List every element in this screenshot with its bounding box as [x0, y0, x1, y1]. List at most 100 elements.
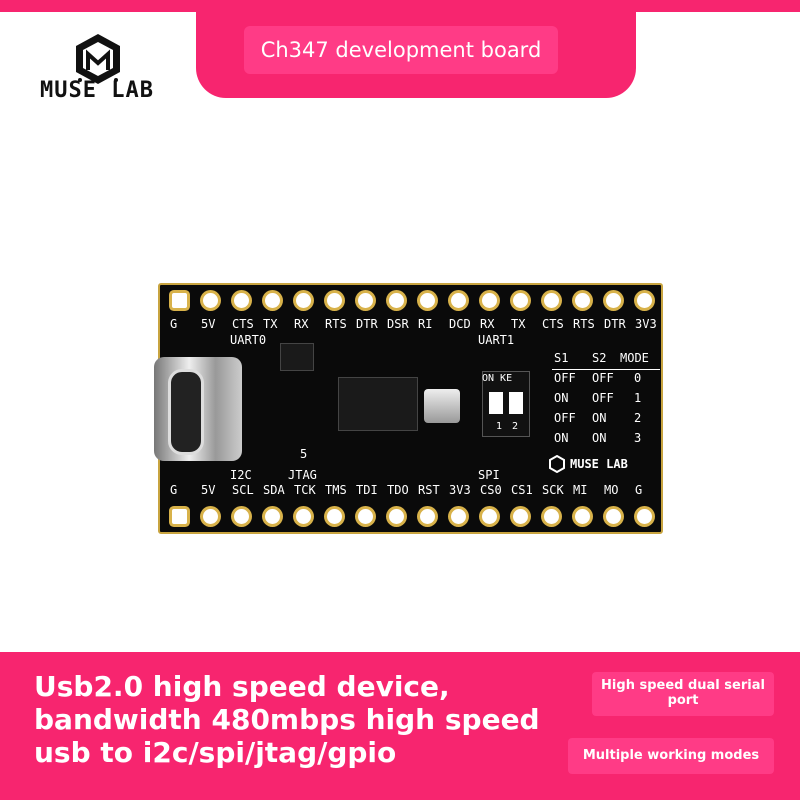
bottom-pin	[203, 509, 218, 524]
dip-on-label: ON KE	[482, 373, 513, 384]
top-pin-label: DTR	[356, 317, 378, 331]
bottom-pin	[513, 509, 528, 524]
bottom-pin-label: SCK	[542, 483, 564, 497]
top-pin-label: CTS	[542, 317, 564, 331]
top-pin	[265, 293, 280, 308]
headline-line-3: usb to i2c/spi/jtag/gpio	[34, 736, 397, 769]
top-pin	[327, 293, 342, 308]
top-pin	[296, 293, 311, 308]
usb-c-connector	[154, 357, 242, 461]
top-pin-label: TX	[511, 317, 526, 331]
top-pin-label: 5V	[201, 317, 216, 331]
mode-table-cell: ON	[554, 391, 569, 405]
top-pin	[420, 293, 435, 308]
mode-table-cell: OFF	[592, 371, 614, 385]
top-pin-label: RX	[480, 317, 495, 331]
top-pin-label: RTS	[325, 317, 347, 331]
top-pin-label: DTR	[604, 317, 626, 331]
bottom-pin	[420, 509, 435, 524]
mode-table-cell: 0	[634, 371, 642, 385]
jtag-label: JTAG	[288, 468, 317, 482]
bottom-pin-label: SCL	[232, 483, 254, 497]
top-pin	[482, 293, 497, 308]
mode-table-cell: 3	[634, 431, 642, 445]
bottom-pin	[606, 509, 621, 524]
bottom-pin-label: G	[170, 483, 178, 497]
headline-line-2: bandwidth 480mbps high speed	[34, 703, 540, 736]
headline-line-1: Usb2.0 high speed device,	[34, 670, 450, 703]
top-pin-label: 3V3	[635, 317, 657, 331]
mode-header-mode: MODE	[620, 351, 649, 365]
bottom-pin	[389, 509, 404, 524]
top-pin-label: G	[170, 317, 178, 331]
top-pin	[172, 293, 187, 308]
feature-dual-serial: High speed dual serial port	[592, 672, 774, 716]
top-pin-label: RI	[418, 317, 433, 331]
spi-label: SPI	[478, 468, 500, 482]
bottom-pin-label: CS0	[480, 483, 502, 497]
bottom-pin-label: CS1	[511, 483, 533, 497]
bottom-pin-label: G	[635, 483, 643, 497]
bottom-pin-label: TMS	[325, 483, 347, 497]
muse-lab-logo-icon	[76, 34, 120, 84]
marker-number: 5	[300, 447, 308, 461]
top-pin	[203, 293, 218, 308]
dip-number-2: 2	[512, 421, 519, 432]
bottom-pin-label: SDA	[263, 483, 285, 497]
top-pin	[451, 293, 466, 308]
bottom-pin	[451, 509, 466, 524]
top-pin-label: TX	[263, 317, 278, 331]
bottom-pin	[265, 509, 280, 524]
mode-table-cell: ON	[592, 411, 607, 425]
top-pin	[358, 293, 373, 308]
top-pin	[513, 293, 528, 308]
bottom-pin	[296, 509, 311, 524]
bottom-pin-label: TDO	[387, 483, 409, 497]
mode-table-cell: 1	[634, 391, 642, 405]
regulator-chip	[280, 343, 314, 371]
bottom-pin	[172, 509, 187, 524]
i2c-label: I2C	[230, 468, 252, 482]
top-pin-label: DCD	[449, 317, 471, 331]
feature-working-modes: Multiple working modes	[568, 738, 774, 774]
mode-table-cell: 2	[634, 411, 642, 425]
bottom-pin	[544, 509, 559, 524]
bottom-pin	[327, 509, 342, 524]
bottom-pin-label: RST	[418, 483, 440, 497]
mode-table-cell: ON	[592, 431, 607, 445]
mode-table-cell: OFF	[554, 411, 576, 425]
bottom-pin	[234, 509, 249, 524]
mode-table-border	[552, 369, 660, 370]
mode-table-cell: ON	[554, 431, 569, 445]
bottom-pin-label: 3V3	[449, 483, 471, 497]
mode-header-s2: S2	[592, 351, 607, 365]
dip-number-1: 1	[496, 421, 503, 432]
top-pin-label: RTS	[573, 317, 595, 331]
bottom-pin	[637, 509, 652, 524]
board-logo-icon	[549, 455, 565, 473]
bottom-pin	[575, 509, 590, 524]
board-logo-text: MUSE LAB	[570, 457, 628, 471]
mode-header-s1: S1	[554, 351, 569, 365]
top-pin-label: DSR	[387, 317, 409, 331]
page-title: Ch347 development board	[244, 26, 558, 74]
bottom-pin	[358, 509, 373, 524]
mode-table-cell: OFF	[592, 391, 614, 405]
top-pin	[606, 293, 621, 308]
ch347-chip	[338, 377, 418, 431]
bottom-pin-label: 5V	[201, 483, 216, 497]
top-pin	[544, 293, 559, 308]
bottom-pin-label: MI	[573, 483, 588, 497]
bottom-pin-label: MO	[604, 483, 619, 497]
mode-table-cell: OFF	[554, 371, 576, 385]
headline: Usb2.0 high speed device, bandwidth 480m…	[34, 670, 554, 769]
top-pin	[234, 293, 249, 308]
bottom-pin-label: TDI	[356, 483, 378, 497]
dip-switch	[482, 371, 530, 437]
top-pin-label: CTS	[232, 317, 254, 331]
uart1-label: UART1	[478, 333, 515, 347]
brand-logo-text: MUSE LAB	[40, 78, 154, 103]
top-pin	[637, 293, 652, 308]
top-pin	[389, 293, 404, 308]
